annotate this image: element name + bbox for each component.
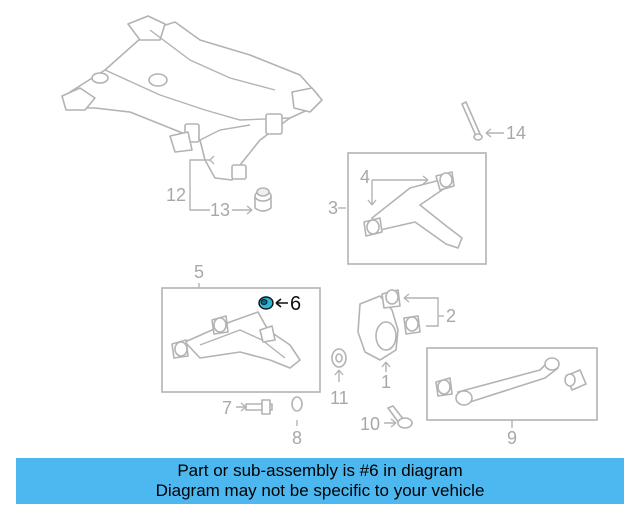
callout-1: 1 [381, 372, 391, 392]
callout-12: 12 [166, 185, 186, 205]
knuckle-1-drawing [357, 289, 421, 361]
callout-14: 14 [506, 123, 526, 143]
banner-line-1: Part or sub-assembly is #6 in diagram [177, 461, 463, 480]
banner-line-2: Diagram may not be specific to your vehi… [155, 481, 485, 500]
bolt-10-drawing [387, 405, 413, 429]
callout-5: 5 [194, 262, 204, 282]
callout-7: 7 [222, 398, 232, 418]
callout-9: 9 [507, 428, 517, 448]
bolt-7-drawing [245, 399, 273, 415]
upper-arm-drawing [363, 171, 463, 249]
parts-diagram: 12 13 14 3 4 5 6 7 [61, 15, 598, 448]
callout-3: 3 [328, 198, 338, 218]
box-3 [347, 152, 487, 265]
box-5 [161, 287, 321, 393]
nut-8-drawing [291, 396, 303, 412]
callout-11: 11 [330, 388, 349, 408]
callout-8: 8 [292, 428, 302, 448]
part-6-bushing-highlighted[interactable] [258, 296, 274, 310]
callout-13: 13 [210, 200, 230, 220]
link-9-drawing [435, 357, 587, 406]
bushing-13-drawing [254, 187, 272, 212]
info-banner: Part or sub-assembly is #6 in diagram Di… [16, 458, 624, 504]
callout-10: 10 [360, 414, 380, 434]
bolt-14-drawing [461, 101, 483, 141]
callout-2: 2 [446, 306, 456, 326]
lower-arm-drawing [171, 311, 301, 369]
callout-6: 6 [290, 293, 301, 315]
callout-4: 4 [360, 167, 370, 187]
subframe-drawing [61, 15, 323, 181]
